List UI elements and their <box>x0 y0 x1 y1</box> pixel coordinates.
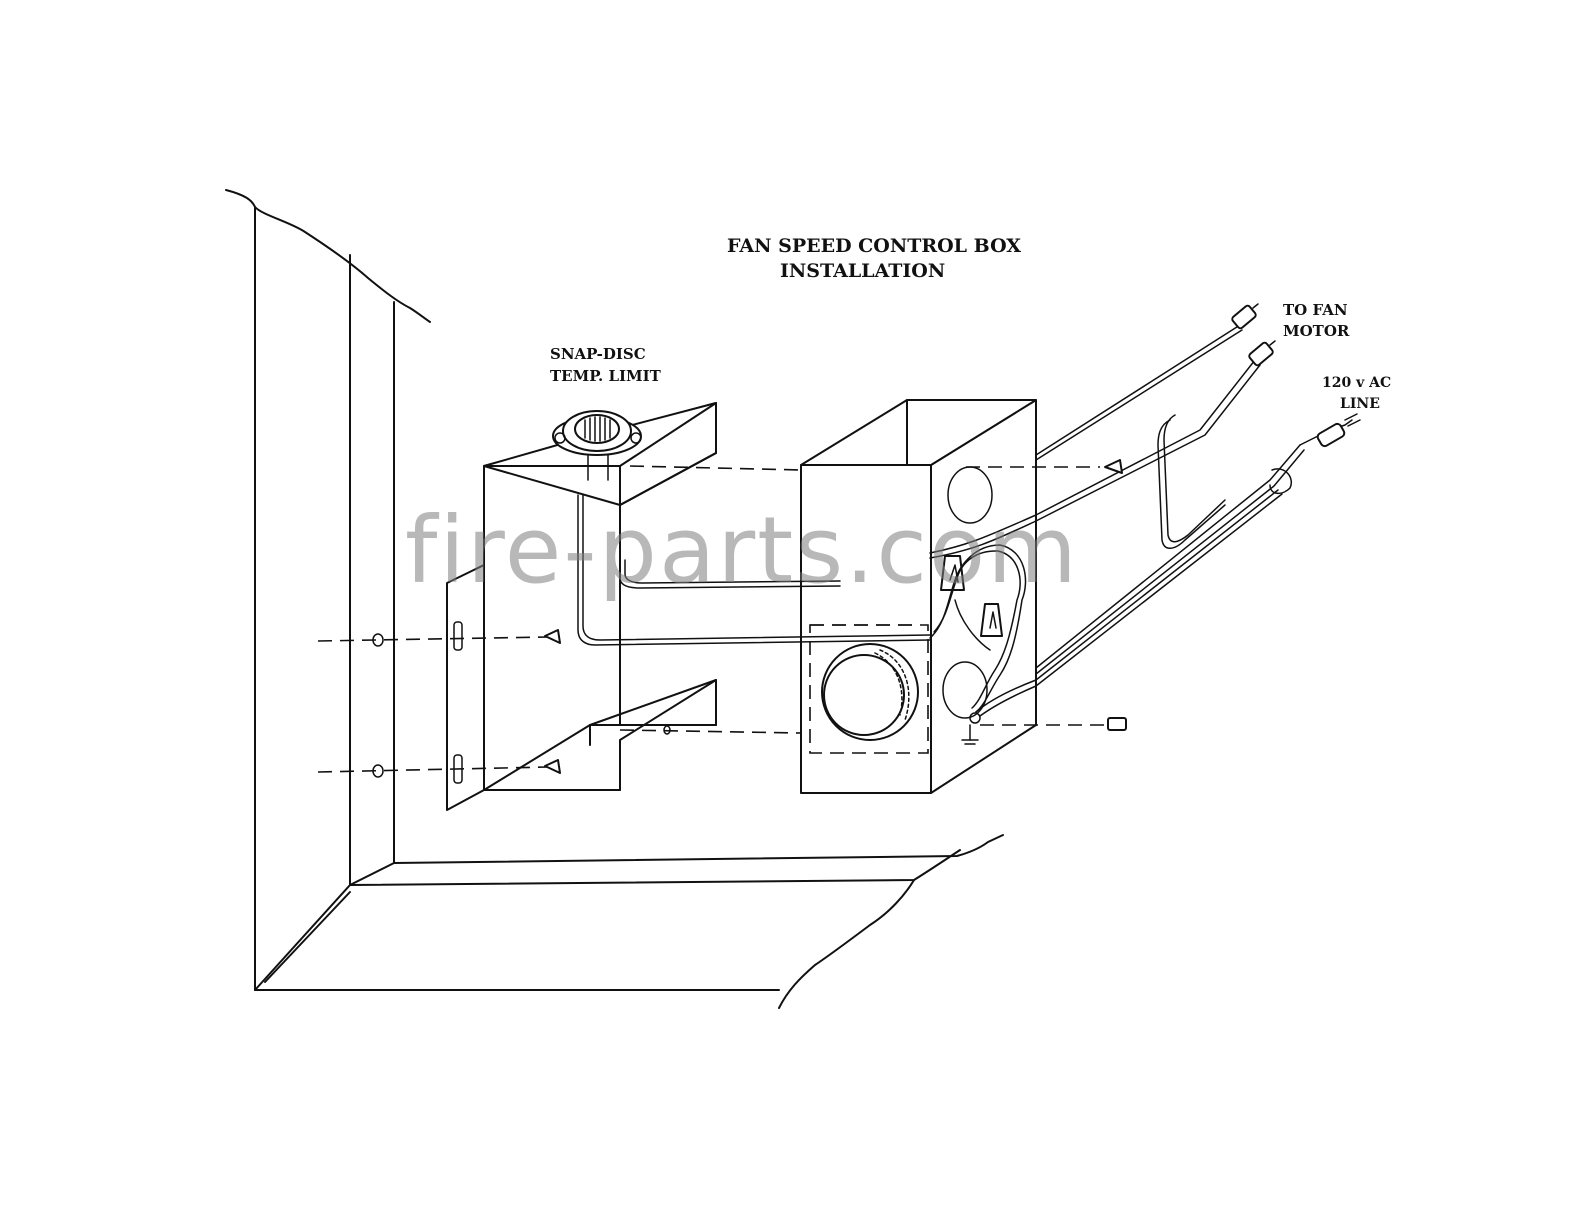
diagram-title-line2: INSTALLATION <box>780 260 945 282</box>
to-fan-label-line1: TO FAN <box>1283 301 1348 319</box>
line-voltage-label-line1: 120 v AC <box>1322 375 1391 391</box>
line-voltage-label-line2: LINE <box>1340 396 1380 412</box>
mounting-bracket <box>447 403 716 810</box>
to-fan-label-line2: MOTOR <box>1283 322 1350 340</box>
snap-disc-label-line2: TEMP. LIMIT <box>550 367 662 385</box>
watermark: fire-parts.com <box>405 497 1079 604</box>
speed-control-knob <box>822 644 918 740</box>
snap-disc-label-line1: SNAP-DISC <box>550 345 646 363</box>
diagram-title-line1: FAN SPEED CONTROL BOX <box>727 235 1021 257</box>
